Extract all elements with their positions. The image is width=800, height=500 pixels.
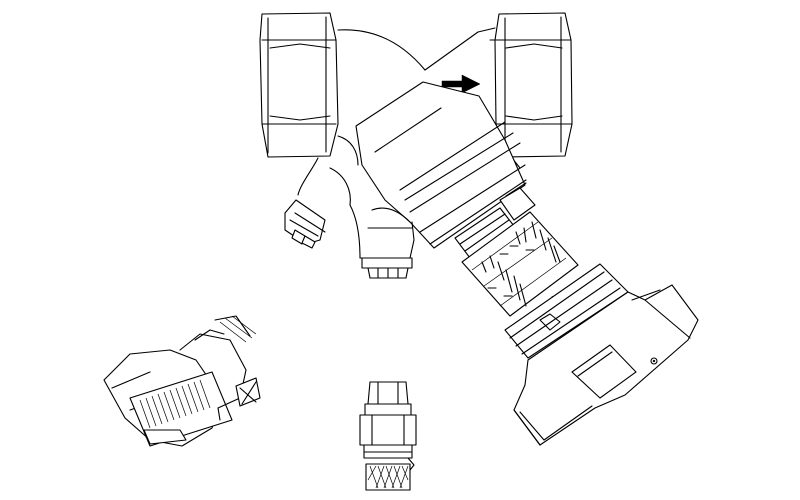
main-valve: [259, 12, 699, 446]
right-hex-nut: [494, 12, 573, 158]
left-hex-nut: [259, 12, 339, 158]
stem-nut: [454, 182, 536, 259]
test-nipple: [359, 381, 417, 491]
right-arrow-icon: [441, 74, 481, 94]
scale-sleeve: [461, 211, 579, 317]
measuring-adapter: [103, 315, 261, 447]
bonnet-block: [355, 81, 527, 249]
drain-nut-left: [284, 199, 326, 249]
handwheel[interactable]: [513, 284, 699, 446]
drain-nut-bottom: [361, 257, 413, 279]
